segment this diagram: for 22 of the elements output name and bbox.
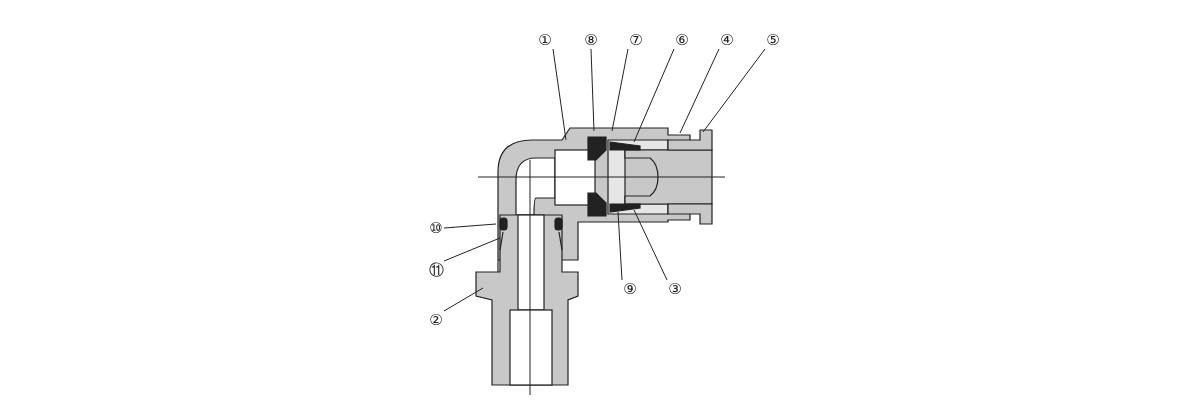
leader-line	[702, 48, 766, 133]
callout-number: ②	[427, 312, 445, 328]
leader-line	[617, 211, 623, 281]
callout-number: ⑦	[627, 32, 645, 48]
leader-line	[552, 48, 567, 141]
callout-number: ⑤	[764, 32, 782, 48]
leader-line	[590, 48, 595, 132]
callout-number: ⑪	[427, 262, 445, 278]
callout-number: ①	[536, 32, 554, 48]
leader-line	[633, 48, 675, 143]
leader-line	[633, 209, 668, 281]
callout-number: ⑧	[582, 32, 600, 48]
callout-number: ③	[666, 281, 684, 297]
leader-line	[443, 223, 497, 229]
callout-number: ⑩	[427, 220, 445, 236]
leader-line	[679, 48, 720, 134]
callout-number: ⑨	[621, 281, 639, 297]
leader-line	[443, 237, 501, 262]
callout-number: ⑥	[673, 32, 691, 48]
leader-line	[611, 48, 629, 132]
leader-line	[443, 287, 484, 312]
callout-number: ④	[718, 32, 736, 48]
